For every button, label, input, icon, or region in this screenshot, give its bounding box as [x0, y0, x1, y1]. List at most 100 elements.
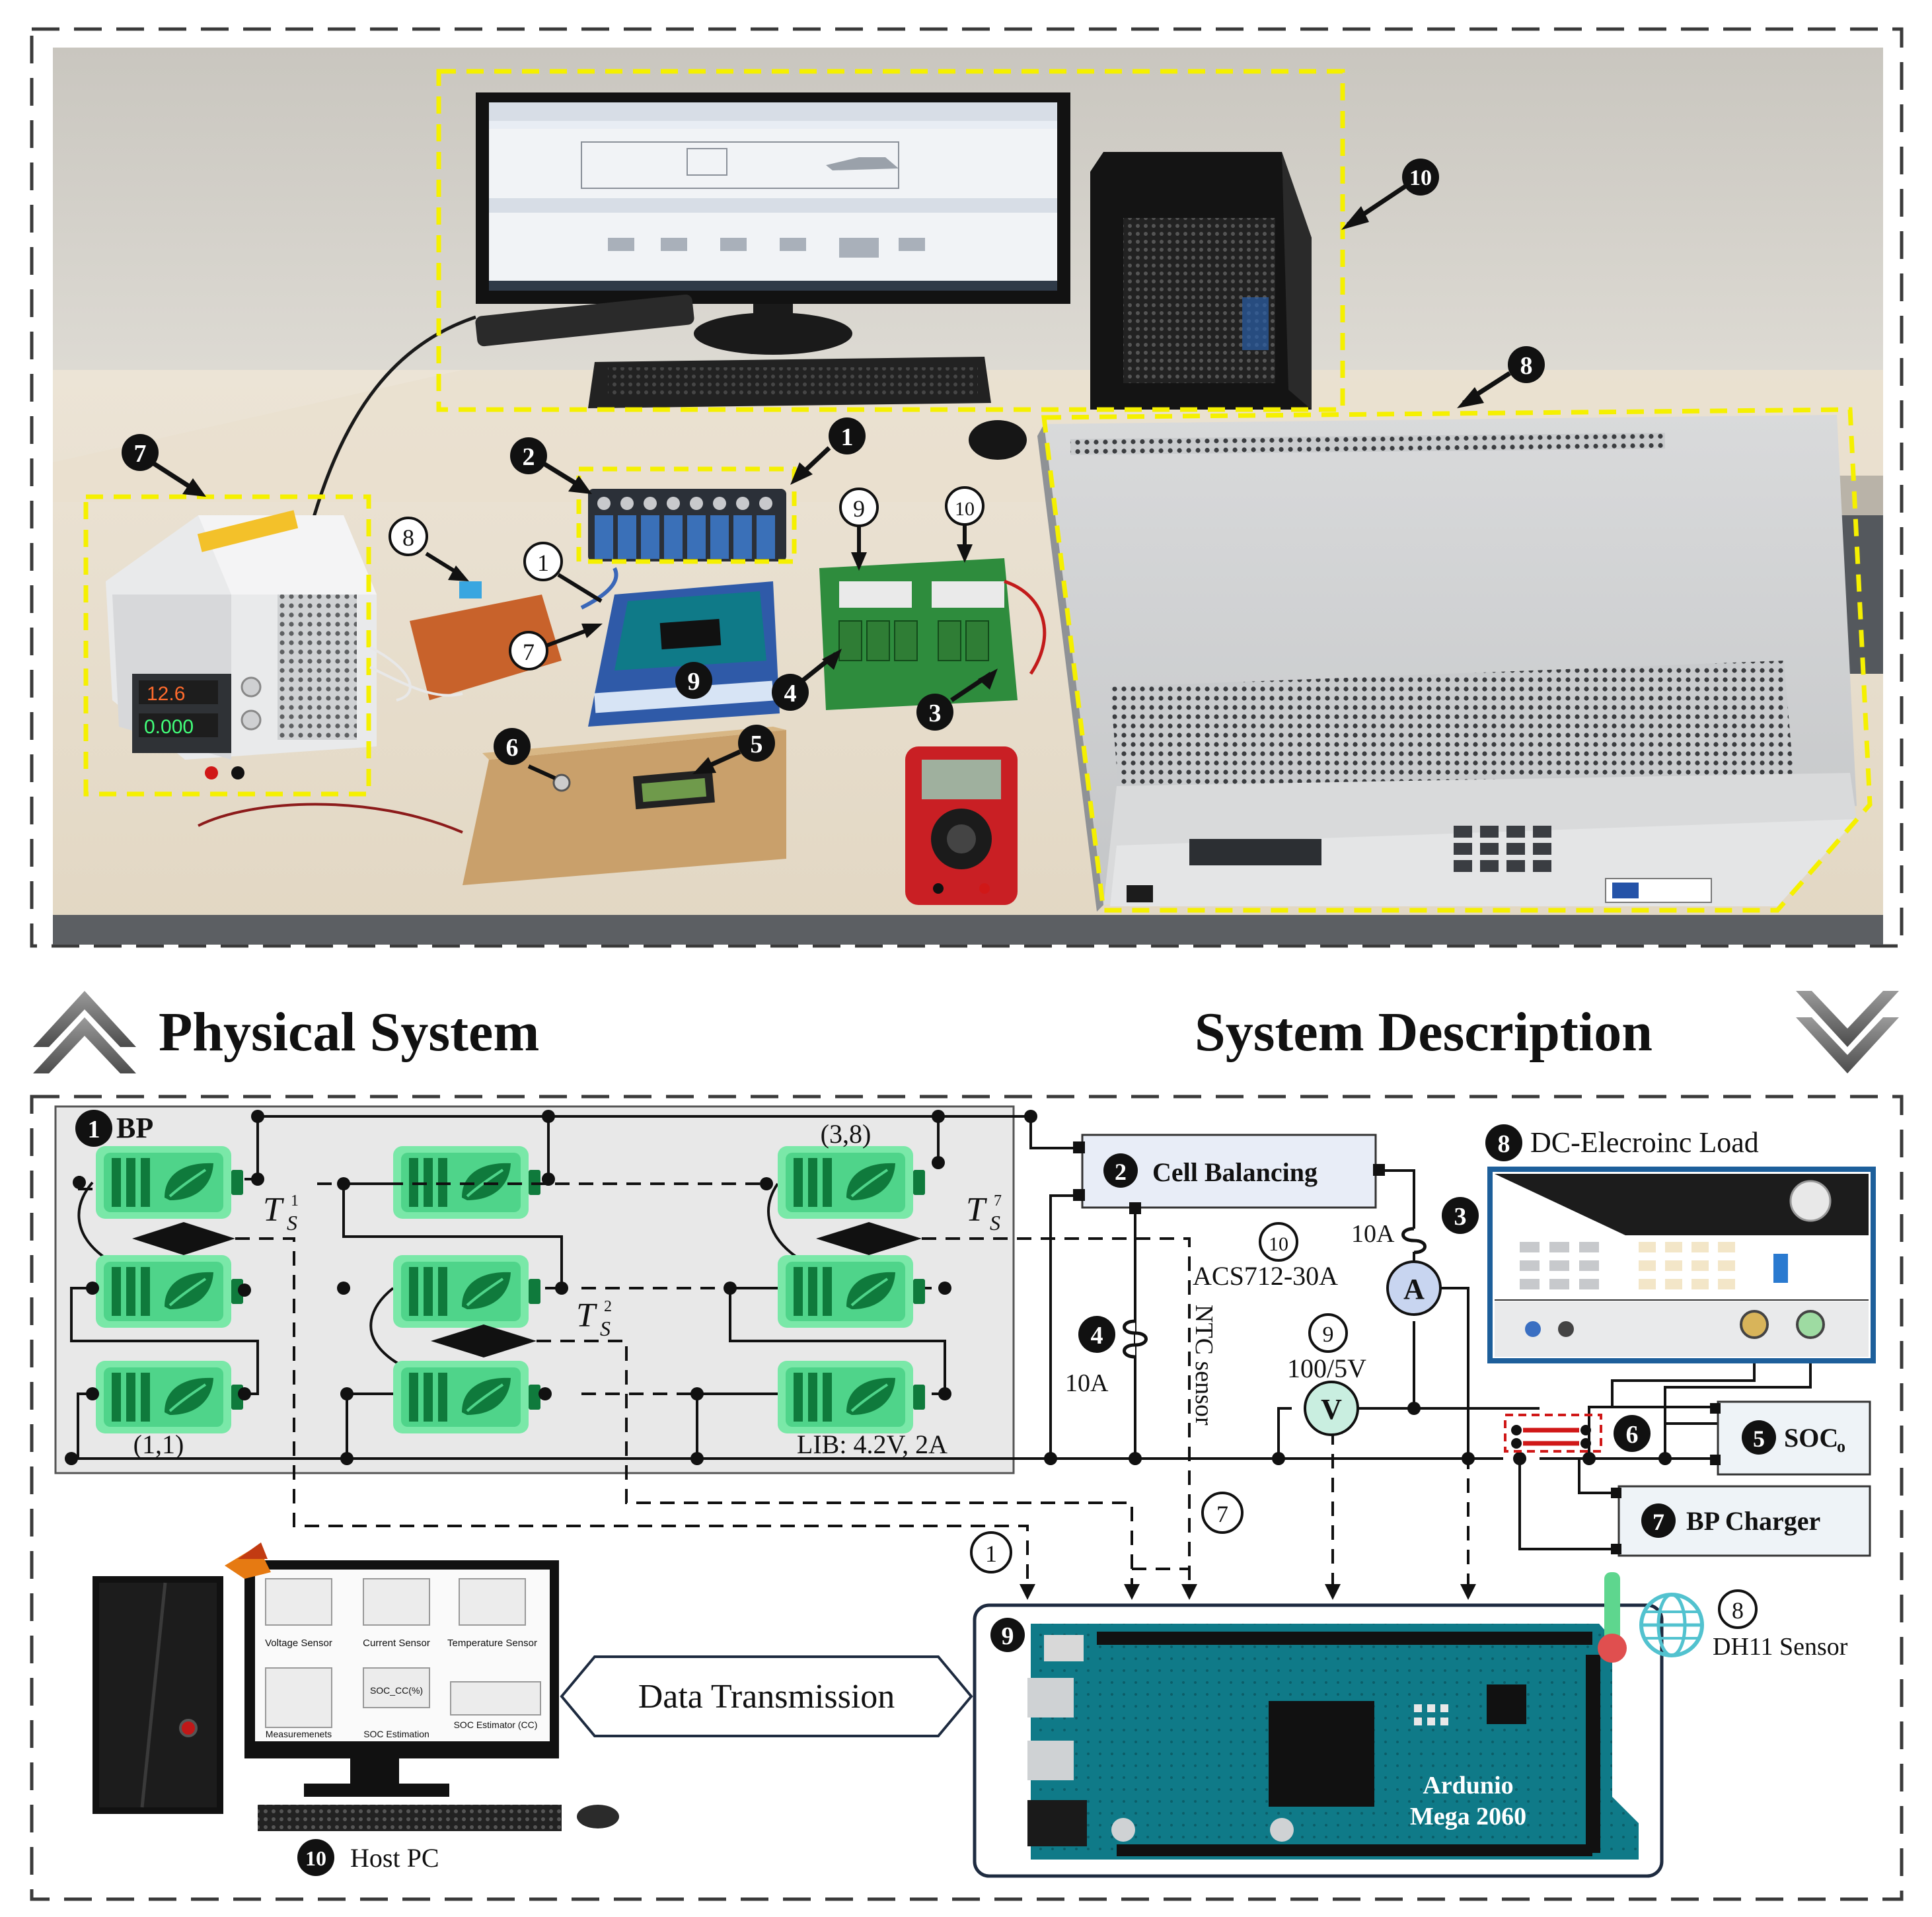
relay-boards-photo — [819, 558, 1047, 710]
fuse-3-number: 3 — [1454, 1203, 1467, 1231]
ammeter-symbol: A — [1403, 1273, 1425, 1305]
data-transmission-label: Data Transmission — [638, 1678, 895, 1716]
charger-number: 7 — [1653, 1509, 1664, 1535]
power-supply: 12.6 0.000 — [106, 510, 377, 779]
schematic-frame — [30, 1095, 1904, 1901]
cell-index-bottom: (1,1) — [133, 1429, 184, 1459]
bp-number: 1 — [88, 1116, 100, 1143]
photo-outline-callout-9: 9 — [853, 495, 865, 522]
photo-outline-callout-10: 10 — [955, 498, 975, 520]
keyboard — [588, 357, 1027, 460]
cell-index-top: (3,8) — [821, 1119, 872, 1149]
signal-1-number: 1 — [985, 1540, 997, 1567]
cell-balancing-block: 2 Cell Balancing — [1073, 1134, 1385, 1214]
photo-callout-2: 2 — [523, 443, 535, 471]
supply-voltage-readout: 12.6 — [147, 683, 185, 705]
svg-text:T: T — [966, 1191, 987, 1229]
fuse-4-number: 4 — [1091, 1322, 1103, 1350]
cell-2-bottom — [392, 1359, 542, 1435]
charger-label: BP Charger — [1686, 1506, 1820, 1536]
dc-load-number: 8 — [1498, 1130, 1510, 1158]
fuse-4-rating: 10A — [1065, 1369, 1109, 1397]
ts7-label: T S 7 — [966, 1191, 1002, 1235]
bp-charger-block: 7 BP Charger — [1611, 1485, 1871, 1557]
cell-3-mid — [776, 1254, 926, 1329]
soc-display-block: 5 SOC o — [1710, 1400, 1871, 1476]
tile-temperature: Temperature Sensor — [447, 1638, 537, 1649]
tile-soc-estimator: SOC Estimator (CC) — [454, 1719, 538, 1730]
lib-spec: LIB: 4.2V, 2A — [797, 1429, 947, 1459]
arduino-label-line2: Mega 2060 — [1410, 1803, 1526, 1830]
soc-subscript: o — [1837, 1437, 1845, 1456]
svg-text:S: S — [600, 1317, 611, 1340]
voltmeter-number: 9 — [1323, 1322, 1334, 1347]
chevron-down-icon — [1796, 991, 1899, 1073]
tile-current: Current Sensor — [363, 1638, 430, 1649]
arduino-number: 9 — [1002, 1622, 1014, 1650]
tile-measurements: Measuremenets — [266, 1729, 332, 1739]
cell-1-mid — [94, 1254, 244, 1329]
svg-text:1: 1 — [291, 1192, 299, 1210]
voltmeter-icon: V — [1304, 1381, 1359, 1436]
photo-callout-9: 9 — [688, 668, 700, 696]
ts2-label: T S 2 — [576, 1297, 612, 1340]
battery-pack-photo — [588, 489, 786, 561]
svg-text:S: S — [990, 1211, 1000, 1235]
switch-number: 6 — [1626, 1421, 1639, 1449]
cell-balancing-number: 2 — [1115, 1159, 1127, 1185]
svg-text:S: S — [287, 1211, 297, 1235]
dht-sensor: 8 DH11 Sensor — [1598, 1572, 1848, 1663]
photo-callout-8: 8 — [1520, 352, 1533, 380]
data-transmission-arrow: Data Transmission — [560, 1655, 973, 1737]
ts1-label: T S 1 — [263, 1191, 299, 1235]
photo-outline-callout-8: 8 — [402, 524, 414, 551]
photo-callout-3: 3 — [929, 700, 942, 727]
photo-callout-6: 6 — [506, 734, 519, 762]
photo-callout-1: 1 — [841, 423, 854, 451]
svg-text:T: T — [263, 1191, 284, 1229]
cell-balancing-label: Cell Balancing — [1152, 1157, 1318, 1187]
arduino-block: 9 Ardunio Mega 2060 — [973, 1603, 1664, 1878]
multimeter-photo — [905, 746, 1018, 905]
lab-photo: 12.6 0.000 — [53, 48, 1883, 945]
dashed-links — [235, 1182, 1469, 1585]
monitor — [476, 92, 1070, 355]
switch-6: 6 — [1504, 1414, 1651, 1453]
signal-arrowheads — [1020, 1584, 1476, 1600]
cell-1-bottom — [94, 1359, 244, 1435]
acs-label: ACS712-30A — [1193, 1261, 1338, 1291]
svg-text:T: T — [576, 1297, 597, 1334]
tile-voltage: Voltage Sensor — [265, 1638, 332, 1649]
highlight-pc — [436, 69, 1345, 412]
soc-number: 5 — [1753, 1426, 1765, 1452]
dc-load-instrument — [1037, 415, 1857, 912]
ammeter-icon: A — [1386, 1260, 1442, 1316]
signal-7-number: 7 — [1216, 1501, 1228, 1527]
fuse-3: 10A 3 — [1351, 1197, 1479, 1254]
svg-text:7: 7 — [994, 1192, 1002, 1210]
chevron-up-icon — [33, 991, 136, 1073]
host-pc-label: Host PC — [350, 1843, 439, 1873]
power-strip — [475, 294, 694, 347]
sensor-board-photo — [369, 567, 618, 702]
tower-pc — [1090, 152, 1312, 410]
ntc-sensor-label: NTC sensor — [1190, 1305, 1218, 1426]
acs-number: 10 — [1269, 1233, 1288, 1255]
dht-label: DH11 Sensor — [1713, 1633, 1848, 1661]
photo-callout-4: 4 — [784, 680, 797, 707]
physical-system-title: Physical System — [159, 1001, 539, 1063]
photo-callouts: 10 8 7 2 1 4 3 9 6 — [122, 159, 1545, 780]
cell-2-mid — [392, 1254, 542, 1329]
photo-outline-callouts: 8 1 7 9 10 — [389, 486, 985, 670]
temperature-sensors — [132, 1222, 922, 1357]
divider-label: 100/5V — [1287, 1354, 1366, 1383]
cell-1-top — [94, 1145, 244, 1220]
highlight-load — [1041, 407, 1873, 913]
cell-3-top — [776, 1145, 926, 1220]
bp-label: BP — [116, 1112, 153, 1144]
photo-outline-callout-7: 7 — [523, 639, 535, 665]
photo-callout-10: 10 — [1409, 166, 1432, 190]
dc-load-block: 8 DC-Elecroinc Load — [1485, 1124, 1876, 1363]
dc-load-title: DC-Elecroinc Load — [1530, 1126, 1759, 1159]
